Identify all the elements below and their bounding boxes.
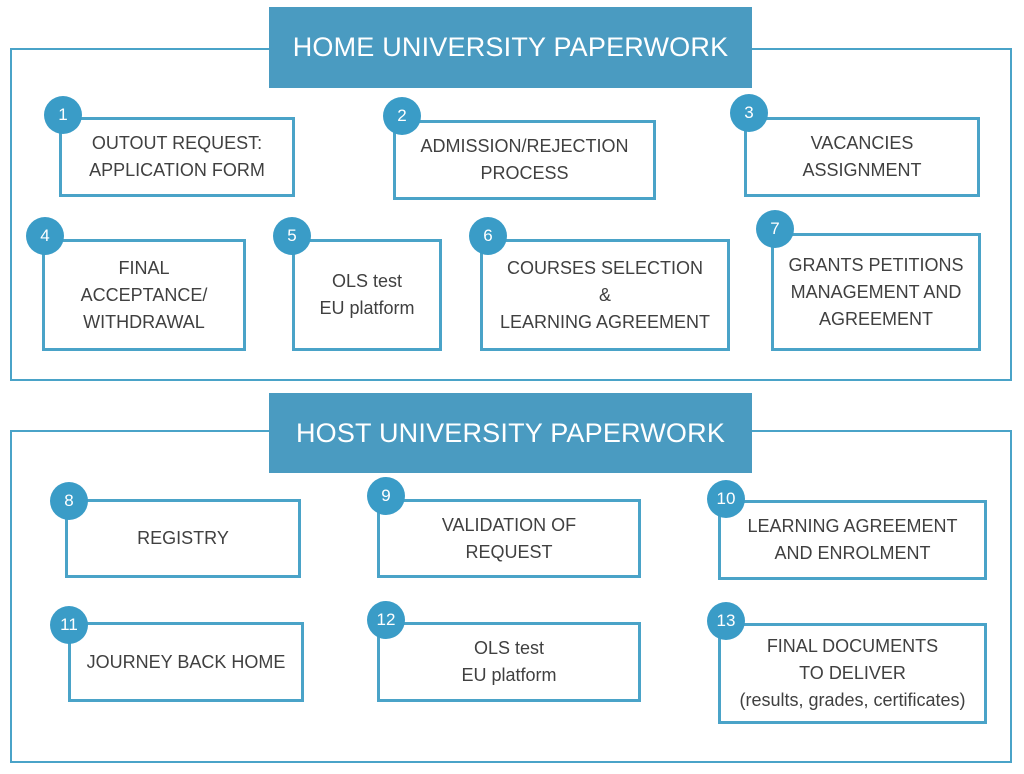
- step-7-line: MANAGEMENT AND: [790, 281, 962, 302]
- step-1-text: OUTOUT REQUEST: APPLICATION FORM: [89, 130, 265, 184]
- step-6-line: LEARNING AGREEMENT: [499, 311, 711, 332]
- step-box-5: OLS test EU platform: [292, 239, 442, 351]
- step-9-text: VALIDATION OF REQUEST: [442, 512, 576, 566]
- step-8-text: REGISTRY: [137, 525, 229, 552]
- step-1-line: APPLICATION FORM: [89, 160, 265, 180]
- step-10-text: LEARNING AGREEMENT AND ENROLMENT: [747, 513, 957, 567]
- step-6-line: &: [598, 284, 611, 305]
- step-badge-12: 12: [367, 601, 405, 639]
- step-7-line: GRANTS PETITIONS: [788, 254, 964, 275]
- step-11-line: JOURNEY BACK HOME: [86, 652, 286, 672]
- step-3-line: VACANCIES: [810, 133, 914, 153]
- step-11-text: JOURNEY BACK HOME: [87, 649, 286, 676]
- step-6-line: COURSES SELECTION: [506, 257, 704, 278]
- step-7-text: GRANTS PETITIONS MANAGEMENT AND AGREEMENT: [788, 252, 963, 333]
- step-2-line: PROCESS: [480, 163, 569, 183]
- step-badge-10: 10: [707, 480, 745, 518]
- step-9-line: REQUEST: [465, 541, 553, 562]
- step-badge-13: 13: [707, 602, 745, 640]
- step-4-line: WITHDRAWAL: [83, 311, 205, 332]
- step-badge-3: 3: [730, 94, 768, 132]
- step-2-text: ADMISSION/REJECTION PROCESS: [420, 133, 628, 187]
- step-8-line: REGISTRY: [137, 528, 229, 548]
- step-13-line: TO DELIVER: [799, 663, 906, 683]
- step-5-text: OLS test EU platform: [319, 268, 414, 322]
- step-13-text: FINAL DOCUMENTS TO DELIVER (results, grade…: [739, 633, 965, 714]
- step-12-line: OLS test: [473, 638, 545, 658]
- step-4-line: FINAL: [118, 257, 170, 278]
- step-badge-7: 7: [756, 210, 794, 248]
- step-badge-1: 1: [44, 96, 82, 134]
- step-13-line: (results, grades, certificates): [739, 690, 966, 710]
- step-box-3: VACANCIES ASSIGNMENT: [744, 117, 980, 197]
- step-1-line: OUTOUT REQUEST:: [91, 133, 263, 153]
- step-10-line: AND ENROLMENT: [774, 543, 931, 563]
- step-box-13: FINAL DOCUMENTS TO DELIVER (results, grade…: [718, 623, 987, 724]
- step-badge-8: 8: [50, 482, 88, 520]
- step-12-line: EU platform: [461, 665, 557, 685]
- step-4-line: ACCEPTANCE/: [80, 284, 208, 305]
- step-3-line: ASSIGNMENT: [802, 160, 922, 180]
- step-5-line: EU platform: [319, 298, 415, 318]
- step-9-line: VALIDATION OF: [441, 514, 577, 535]
- step-box-6: COURSES SELECTION & LEARNING AGREEMENT: [480, 239, 730, 351]
- step-box-7: GRANTS PETITIONS MANAGEMENT AND AGREEMENT: [771, 233, 981, 351]
- step-4-text: FINAL ACCEPTANCE/WITHDRAWAL: [81, 255, 208, 336]
- step-box-2: ADMISSION/REJECTION PROCESS: [393, 120, 656, 200]
- step-badge-9: 9: [367, 477, 405, 515]
- step-box-11: JOURNEY BACK HOME: [68, 622, 304, 702]
- host-section-title: HOST UNIVERSITY PAPERWORK: [269, 393, 752, 473]
- step-box-1: OUTOUT REQUEST: APPLICATION FORM: [59, 117, 295, 197]
- step-badge-5: 5: [273, 217, 311, 255]
- step-badge-6: 6: [469, 217, 507, 255]
- step-badge-4: 4: [26, 217, 64, 255]
- step-box-9: VALIDATION OF REQUEST: [377, 499, 641, 578]
- step-badge-2: 2: [383, 97, 421, 135]
- step-13-line: FINAL DOCUMENTS: [766, 636, 939, 656]
- step-badge-11: 11: [50, 606, 88, 644]
- step-7-line: AGREEMENT: [818, 308, 933, 329]
- step-5-line: OLS test: [331, 271, 403, 291]
- step-2-line: ADMISSION/REJECTION: [420, 136, 629, 156]
- step-box-10: LEARNING AGREEMENT AND ENROLMENT: [718, 500, 987, 580]
- step-box-12: OLS test EU platform: [377, 622, 641, 702]
- step-3-text: VACANCIES ASSIGNMENT: [802, 130, 921, 184]
- step-box-8: REGISTRY: [65, 499, 301, 578]
- step-10-line: LEARNING AGREEMENT: [747, 516, 958, 536]
- step-12-text: OLS test EU platform: [461, 635, 556, 689]
- home-section-title: HOME UNIVERSITY PAPERWORK: [269, 7, 752, 88]
- step-box-4: FINAL ACCEPTANCE/WITHDRAWAL: [42, 239, 246, 351]
- step-6-text: COURSES SELECTION & LEARNING AGREEMENT: [500, 255, 710, 336]
